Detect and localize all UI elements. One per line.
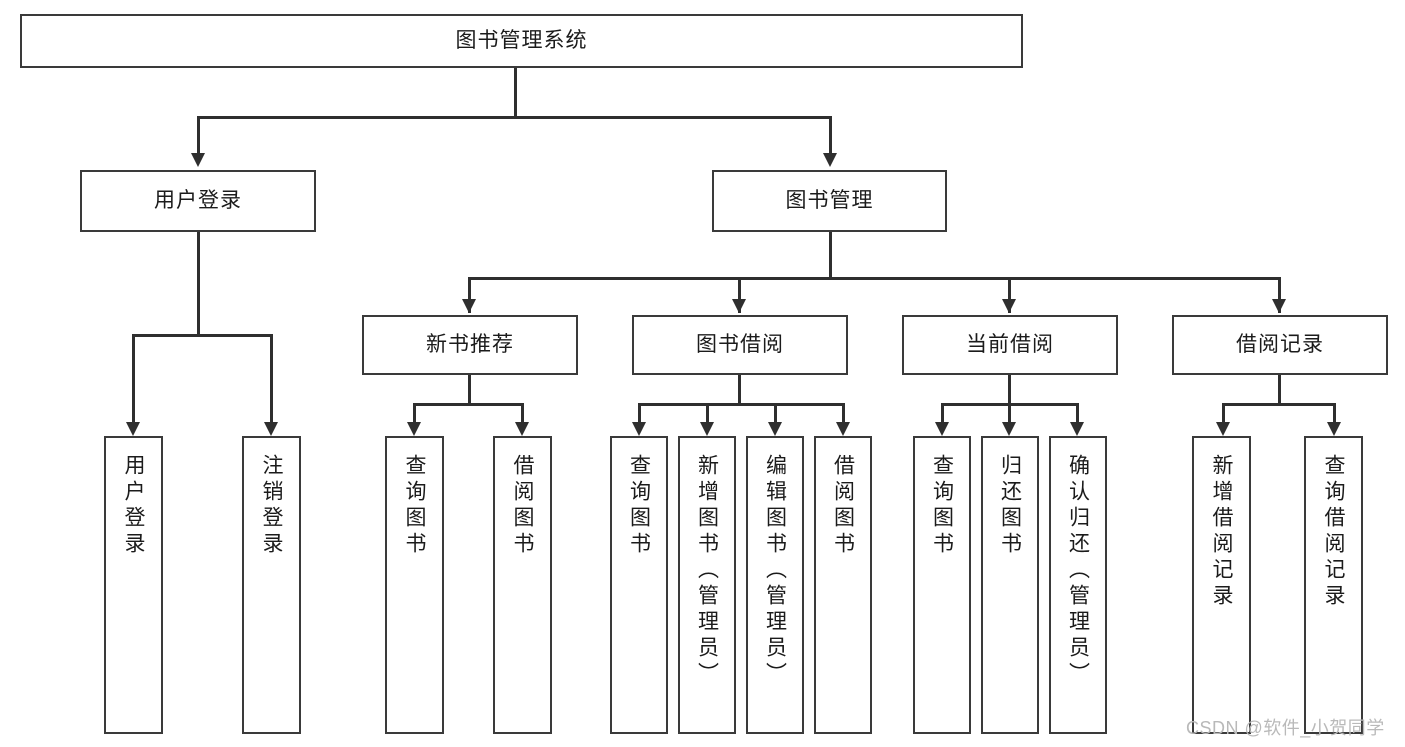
node-book-management[interactable]: 图书管理 bbox=[712, 170, 947, 232]
node-root-book-management-system[interactable]: 图书管理系统 bbox=[20, 14, 1023, 68]
connector-drop-current-borrow-leaf-1 bbox=[941, 403, 944, 422]
arrow-to-user-login-leaf-1 bbox=[126, 422, 140, 436]
leaf-user-login-logout[interactable]: 注销登录 bbox=[242, 436, 301, 734]
connector-book-borrow-stem bbox=[738, 375, 741, 404]
connector-drop-book-management bbox=[829, 116, 832, 153]
connector-drop-current-borrow bbox=[1008, 277, 1011, 313]
node-label: 查询图书 bbox=[930, 454, 954, 558]
node-label: 当前借阅 bbox=[966, 332, 1054, 356]
node-label: 查询图书 bbox=[627, 454, 651, 558]
arrow-to-current-borrow-leaf-2 bbox=[1002, 422, 1016, 436]
leaf-borrow-record-query-record[interactable]: 查询借阅记录 bbox=[1304, 436, 1363, 734]
leaf-book-borrow-edit-book-admin[interactable]: 编辑图书（管理员） bbox=[746, 436, 804, 734]
arrow-to-book-borrow-leaf-2 bbox=[700, 422, 714, 436]
connector-root-stem bbox=[514, 68, 517, 117]
leaf-user-login-login[interactable]: 用户登录 bbox=[104, 436, 163, 734]
arrow-to-book-borrow-leaf-3 bbox=[768, 422, 782, 436]
connector-drop-borrow-record bbox=[1278, 277, 1281, 313]
connector-drop-current-borrow-leaf-2 bbox=[1008, 403, 1011, 422]
connector-drop-book-borrow-leaf-1 bbox=[638, 403, 641, 422]
connector-borrow-record-bus bbox=[1222, 403, 1335, 406]
node-label: 查询借阅记录 bbox=[1322, 454, 1345, 610]
connector-drop-book-borrow-leaf-4 bbox=[842, 403, 845, 422]
arrow-to-new-book-leaf-1 bbox=[407, 422, 421, 436]
connector-new-book-bus bbox=[413, 403, 523, 406]
leaf-current-borrow-confirm-return-admin[interactable]: 确认归还（管理员） bbox=[1049, 436, 1107, 734]
connector-drop-new-book-leaf-2 bbox=[521, 403, 524, 422]
arrow-to-book-management bbox=[823, 153, 837, 167]
node-label: 图书管理系统 bbox=[455, 28, 588, 52]
connector-level2-bus bbox=[197, 116, 831, 119]
arrow-to-current-borrow bbox=[1002, 299, 1016, 313]
arrow-to-book-borrow-leaf-1 bbox=[632, 422, 646, 436]
arrow-to-user-login-leaf-2 bbox=[264, 422, 278, 436]
connector-drop-book-borrow-leaf-2 bbox=[706, 403, 709, 422]
arrow-to-book-borrow bbox=[732, 299, 746, 313]
arrow-to-user-login bbox=[191, 153, 205, 167]
node-label: 查询图书 bbox=[403, 454, 426, 558]
leaf-current-borrow-query-book[interactable]: 查询图书 bbox=[913, 436, 971, 734]
arrow-to-borrow-record bbox=[1272, 299, 1286, 313]
leaf-new-book-query-book[interactable]: 查询图书 bbox=[385, 436, 444, 734]
arrow-to-new-book-recommend bbox=[462, 299, 476, 313]
node-label: 用户登录 bbox=[154, 188, 242, 212]
leaf-new-book-borrow-book[interactable]: 借阅图书 bbox=[493, 436, 552, 734]
node-user-login[interactable]: 用户登录 bbox=[80, 170, 316, 232]
node-label: 图书管理 bbox=[785, 188, 874, 212]
arrow-to-borrow-record-leaf-2 bbox=[1327, 422, 1341, 436]
leaf-borrow-record-add-record[interactable]: 新增借阅记录 bbox=[1192, 436, 1251, 734]
node-label: 新书推荐 bbox=[426, 332, 514, 356]
arrow-to-book-borrow-leaf-4 bbox=[836, 422, 850, 436]
connector-user-login-bus bbox=[132, 334, 272, 337]
leaf-book-borrow-query-book[interactable]: 查询图书 bbox=[610, 436, 668, 734]
connector-book-borrow-bus bbox=[638, 403, 842, 406]
connector-drop-new-book-leaf-1 bbox=[413, 403, 416, 422]
connector-level3-bus bbox=[468, 277, 1280, 280]
arrow-to-borrow-record-leaf-1 bbox=[1216, 422, 1230, 436]
node-label: 注销登录 bbox=[260, 454, 283, 558]
node-current-borrow[interactable]: 当前借阅 bbox=[902, 315, 1118, 375]
node-label: 图书借阅 bbox=[696, 332, 784, 356]
connector-book-management-stem bbox=[829, 232, 832, 278]
arrow-to-new-book-leaf-2 bbox=[515, 422, 529, 436]
watermark: CSDN @软件_小贺同学 bbox=[1186, 718, 1385, 738]
node-borrow-record[interactable]: 借阅记录 bbox=[1172, 315, 1388, 375]
node-label: 用户登录 bbox=[122, 454, 145, 558]
connector-drop-user-login-leaf-1 bbox=[132, 334, 135, 422]
node-label: 编辑图书（管理员） bbox=[763, 454, 787, 688]
node-label: 借阅图书 bbox=[831, 454, 855, 558]
leaf-current-borrow-return-book[interactable]: 归还图书 bbox=[981, 436, 1039, 734]
connector-current-borrow-stem bbox=[1008, 375, 1011, 404]
leaf-book-borrow-borrow-book[interactable]: 借阅图书 bbox=[814, 436, 872, 734]
connector-drop-book-borrow bbox=[738, 277, 741, 313]
node-label: 借阅图书 bbox=[511, 454, 534, 558]
connector-drop-new-book bbox=[468, 277, 471, 313]
node-label: 确认归还（管理员） bbox=[1066, 454, 1090, 688]
connector-drop-book-borrow-leaf-3 bbox=[774, 403, 777, 422]
arrow-to-current-borrow-leaf-1 bbox=[935, 422, 949, 436]
node-label: 新增图书（管理员） bbox=[695, 454, 719, 688]
connector-drop-borrow-record-leaf-1 bbox=[1222, 403, 1225, 422]
arrow-to-current-borrow-leaf-3 bbox=[1070, 422, 1084, 436]
node-book-borrow[interactable]: 图书借阅 bbox=[632, 315, 848, 375]
connector-new-book-stem bbox=[468, 375, 471, 404]
leaf-book-borrow-add-book-admin[interactable]: 新增图书（管理员） bbox=[678, 436, 736, 734]
connector-user-login-stem bbox=[197, 232, 200, 335]
node-label: 归还图书 bbox=[998, 454, 1022, 558]
node-label: 新增借阅记录 bbox=[1210, 454, 1233, 610]
connector-drop-user-login-leaf-2 bbox=[270, 334, 273, 422]
connector-drop-user-login bbox=[197, 116, 200, 153]
node-label: 借阅记录 bbox=[1236, 332, 1324, 356]
connector-drop-borrow-record-leaf-2 bbox=[1333, 403, 1336, 422]
connector-borrow-record-stem bbox=[1278, 375, 1281, 404]
node-new-book-recommend[interactable]: 新书推荐 bbox=[362, 315, 578, 375]
connector-drop-current-borrow-leaf-3 bbox=[1076, 403, 1079, 422]
